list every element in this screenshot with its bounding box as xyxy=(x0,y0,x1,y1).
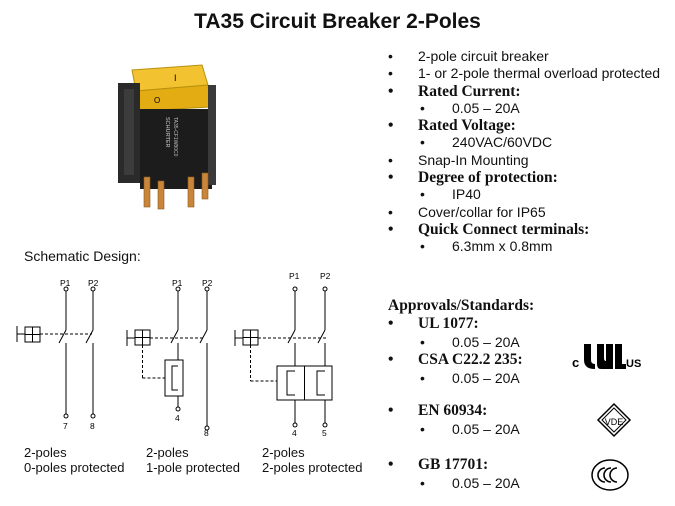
rated-current-label: Rated Current: xyxy=(388,83,673,101)
feature-list: 2-pole circuit breaker 1- or 2-pole ther… xyxy=(388,48,673,256)
schematic-diagram-1 xyxy=(126,289,208,428)
terminal-label: P2 xyxy=(88,278,99,288)
schematic-title: Schematic Design: xyxy=(24,248,141,264)
cul-us-mark-icon: c US xyxy=(572,344,641,370)
rated-voltage-value: 240VAC/60VDC xyxy=(388,134,673,152)
schematic-caption-1: 2-poles 1-pole protected xyxy=(146,445,240,475)
terminal-label: 7 xyxy=(63,421,68,431)
schematic-diagram-0 xyxy=(16,289,94,416)
svg-text:c: c xyxy=(572,355,579,370)
feature-item: 2-pole circuit breaker xyxy=(388,48,673,66)
svg-text:US: US xyxy=(626,358,641,370)
rated-voltage-label: Rated Voltage: xyxy=(388,117,673,135)
brand-label: SCHURTER xyxy=(164,117,170,147)
switch-on-label: I xyxy=(174,73,177,83)
ccc-mark-icon xyxy=(591,459,629,491)
protection-label: Degree of protection: xyxy=(388,169,673,187)
terminal-label: 4 xyxy=(175,413,180,423)
schematic-caption-2: 2-poles 2-poles protected xyxy=(262,445,363,475)
terminal-label: 4 xyxy=(292,428,297,438)
approval-ul: UL 1077: 0.05 – 20A CSA C22.2 235: 0.05 … xyxy=(388,315,578,387)
rated-current-value: 0.05 – 20A xyxy=(388,100,673,118)
switch-off-label: O xyxy=(154,96,160,105)
terminal-label: P2 xyxy=(320,271,331,281)
terminal-label: P2 xyxy=(202,278,213,288)
terminal-label: 8 xyxy=(90,421,95,431)
approval-en: EN 60934: 0.05 – 20A xyxy=(388,402,578,438)
terminals-value: 6.3mm x 0.8mm xyxy=(388,238,673,256)
terminals-label: Quick Connect terminals: xyxy=(388,221,673,239)
terminal-label: P1 xyxy=(289,271,300,281)
terminal-label: P1 xyxy=(172,278,183,288)
schematic-caption-0: 2-poles 0-poles protected xyxy=(24,445,125,475)
feature-item: 1- or 2-pole thermal overload protected xyxy=(388,65,673,83)
feature-item: Snap-In Mounting xyxy=(388,152,673,170)
schematic-diagrams: P1 P2 7 8 P1 P2 4 8 P1 P2 4 5 xyxy=(16,271,333,438)
terminal-label: P1 xyxy=(60,278,71,288)
terminal-label: 5 xyxy=(322,428,327,438)
feature-item: Cover/collar for IP65 xyxy=(388,204,673,222)
circuit-breaker-image: I O SCHURTER TA35-CF1W80C0 xyxy=(118,64,216,210)
model-label: TA35-CF1W80C0 xyxy=(172,117,178,157)
approvals-heading: Approvals/Standards: xyxy=(388,297,535,314)
page-title: TA35 Circuit Breaker 2-Poles xyxy=(194,10,481,33)
protection-value: IP40 xyxy=(388,186,673,204)
schematic-diagram-2 xyxy=(234,291,333,425)
vde-mark-icon: VDE xyxy=(596,402,632,438)
svg-text:VDE: VDE xyxy=(605,417,624,427)
terminal-label: 8 xyxy=(204,428,209,438)
breaker-body xyxy=(140,109,212,189)
approval-gb: GB 17701: 0.05 – 20A xyxy=(388,456,578,492)
